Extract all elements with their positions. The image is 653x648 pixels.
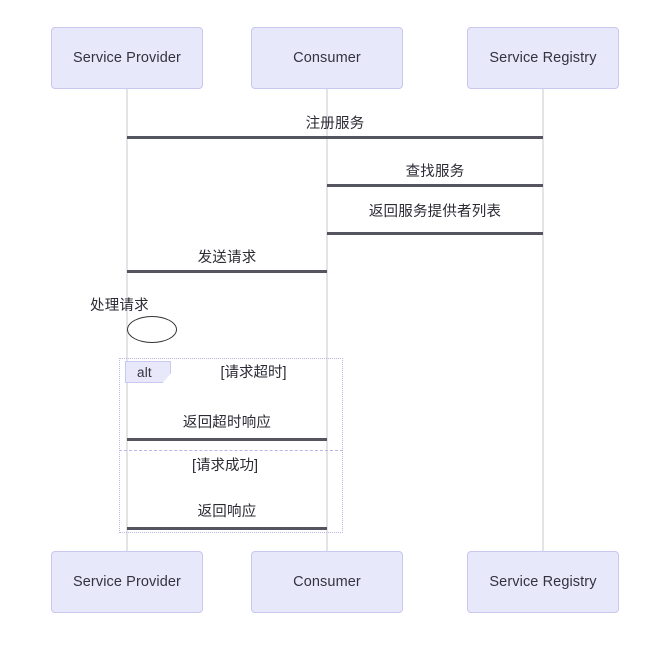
fragment-branch-divider: [119, 450, 343, 451]
message-line-return-timeout-response: [127, 438, 327, 441]
actor-label-consumer-bottom: Consumer: [293, 574, 361, 590]
fragment-condition-timeout: [请求超时]: [220, 365, 287, 381]
actor-label-provider-bottom: Service Provider: [73, 574, 181, 590]
fragment-alt-box: [119, 358, 343, 533]
actor-box-consumer-bottom[interactable]: Consumer: [251, 551, 403, 613]
actor-label-consumer-top: Consumer: [293, 50, 361, 66]
message-line-register-service: [127, 136, 543, 139]
message-label-send-request: 发送请求: [197, 250, 257, 266]
actor-label-provider-top: Service Provider: [73, 50, 181, 66]
message-label-return-timeout-response: 返回超时响应: [182, 415, 272, 431]
fragment-operator-tag: alt: [125, 361, 171, 383]
actor-box-consumer-top[interactable]: Consumer: [251, 27, 403, 89]
actor-label-registry-top: Service Registry: [489, 50, 597, 66]
actor-box-provider-bottom[interactable]: Service Provider: [51, 551, 203, 613]
lifeline-provider: [126, 88, 128, 552]
fragment-operator-label: alt: [137, 364, 152, 380]
message-label-return-provider-list: 返回服务提供者列表: [368, 204, 502, 220]
self-message-label-process-request: 处理请求: [90, 298, 149, 314]
message-line-lookup-service: [327, 184, 543, 187]
actor-box-registry-top[interactable]: Service Registry: [467, 27, 619, 89]
message-label-lookup-service: 查找服务: [405, 164, 465, 180]
lifeline-registry: [542, 88, 544, 552]
lifeline-consumer: [326, 88, 328, 552]
message-label-register-service: 注册服务: [305, 116, 365, 132]
message-line-return-response: [127, 527, 327, 530]
actor-label-registry-bottom: Service Registry: [489, 574, 597, 590]
fragment-condition-success: [请求成功]: [191, 458, 259, 474]
actor-box-registry-bottom[interactable]: Service Registry: [467, 551, 619, 613]
message-line-return-provider-list: [327, 232, 543, 235]
message-line-send-request: [127, 270, 327, 273]
message-label-return-response: 返回响应: [197, 504, 257, 520]
self-message-loop-process-request: [127, 316, 177, 343]
actor-box-provider-top[interactable]: Service Provider: [51, 27, 203, 89]
